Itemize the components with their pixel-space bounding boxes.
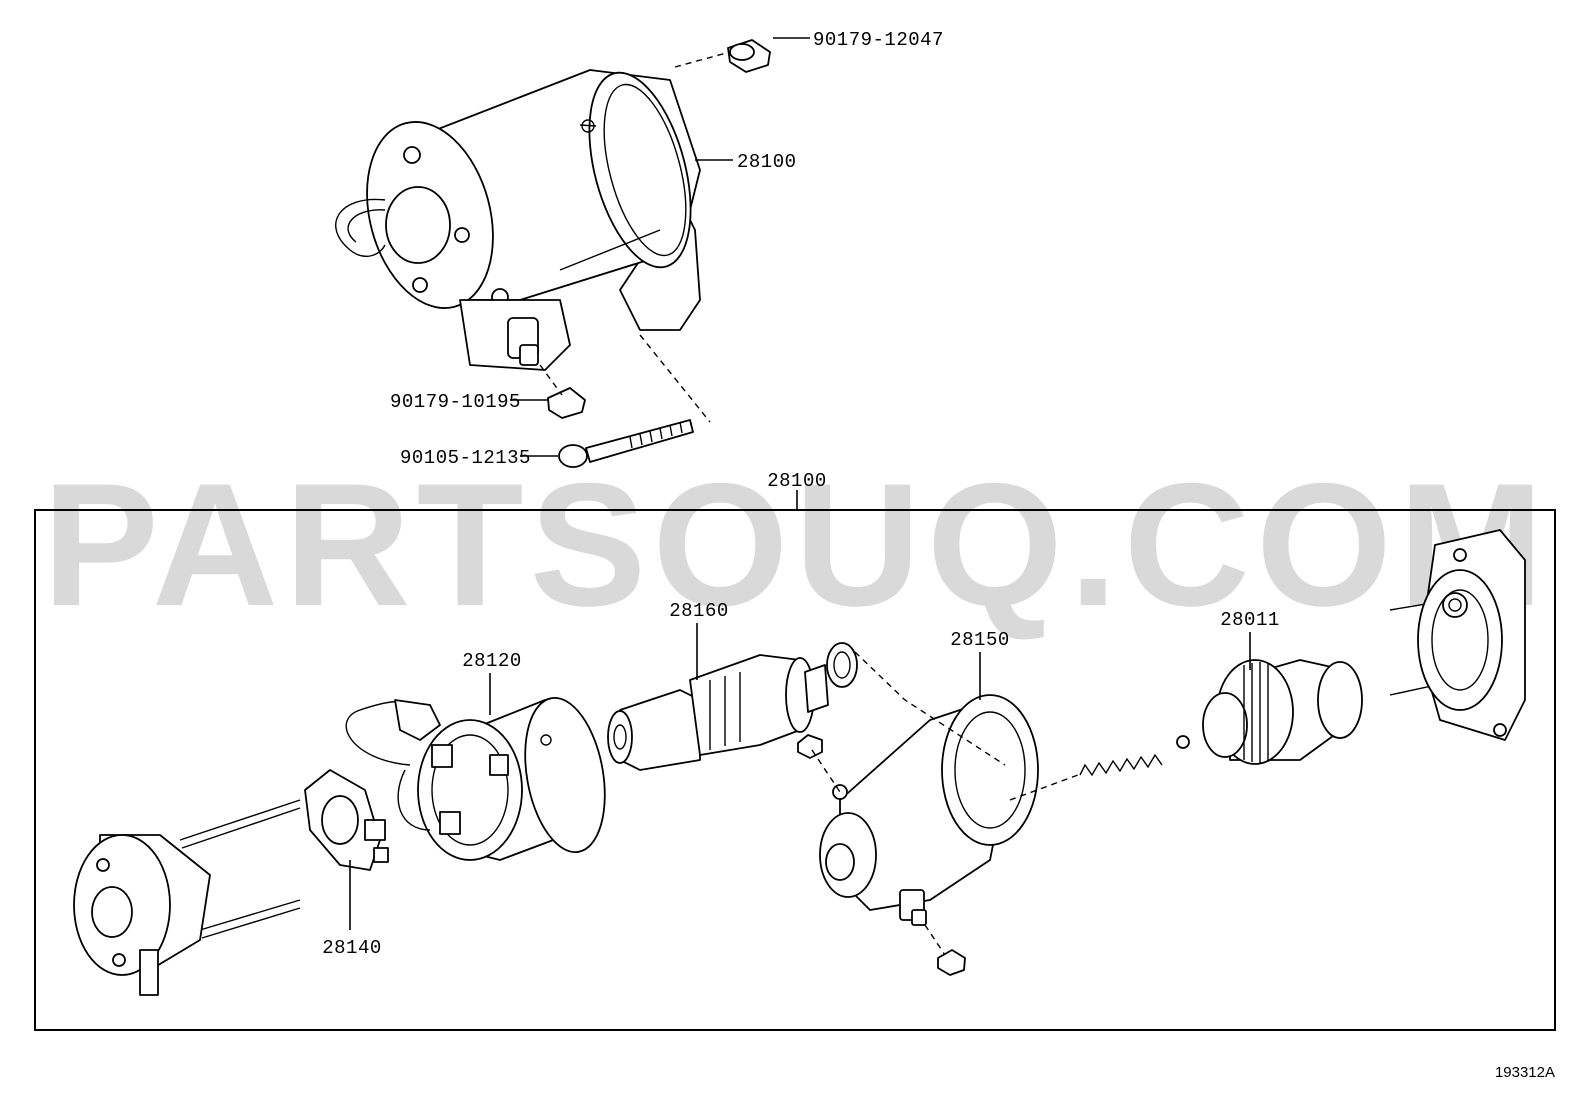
label-28100-assembly[interactable]: 28100 [767, 470, 827, 492]
nut-90179-10195-drawing [547, 387, 586, 419]
brush-holder-drawing [304, 769, 389, 871]
nut-90179-12047-drawing [727, 39, 771, 73]
starter-clutch-drawing [1202, 659, 1363, 765]
label-90179-10195[interactable]: 90179-10195 [390, 391, 521, 413]
label-28100-top[interactable]: 28100 [737, 151, 797, 173]
label-28120[interactable]: 28120 [462, 650, 522, 672]
starter-assembly-drawing [335, 69, 701, 371]
label-90179-12047[interactable]: 90179-12047 [813, 29, 944, 51]
spring-drawing [1079, 735, 1190, 777]
label-28011[interactable]: 28011 [1220, 609, 1280, 631]
label-90105-12135[interactable]: 90105-12135 [400, 447, 531, 469]
yoke-drawing [345, 697, 606, 861]
terminal-nut-drawing [937, 949, 966, 976]
armature-drawing [607, 654, 829, 771]
small-nut-drawing [797, 734, 823, 759]
front-housing-drawing [1389, 529, 1526, 741]
bolt-90105-12135-drawing [558, 419, 694, 468]
exploded-view-frame [34, 509, 1556, 1031]
label-28140[interactable]: 28140 [322, 937, 382, 959]
housing-drawing [819, 694, 1039, 926]
washer-drawing [826, 642, 858, 688]
rear-end-cover-drawing [73, 799, 301, 996]
watermark: PARTSOUQ.COM [42, 448, 1550, 643]
diagram-reference-code: 193312A [1495, 1064, 1555, 1081]
label-28150[interactable]: 28150 [950, 629, 1010, 651]
label-28160[interactable]: 28160 [669, 600, 729, 622]
